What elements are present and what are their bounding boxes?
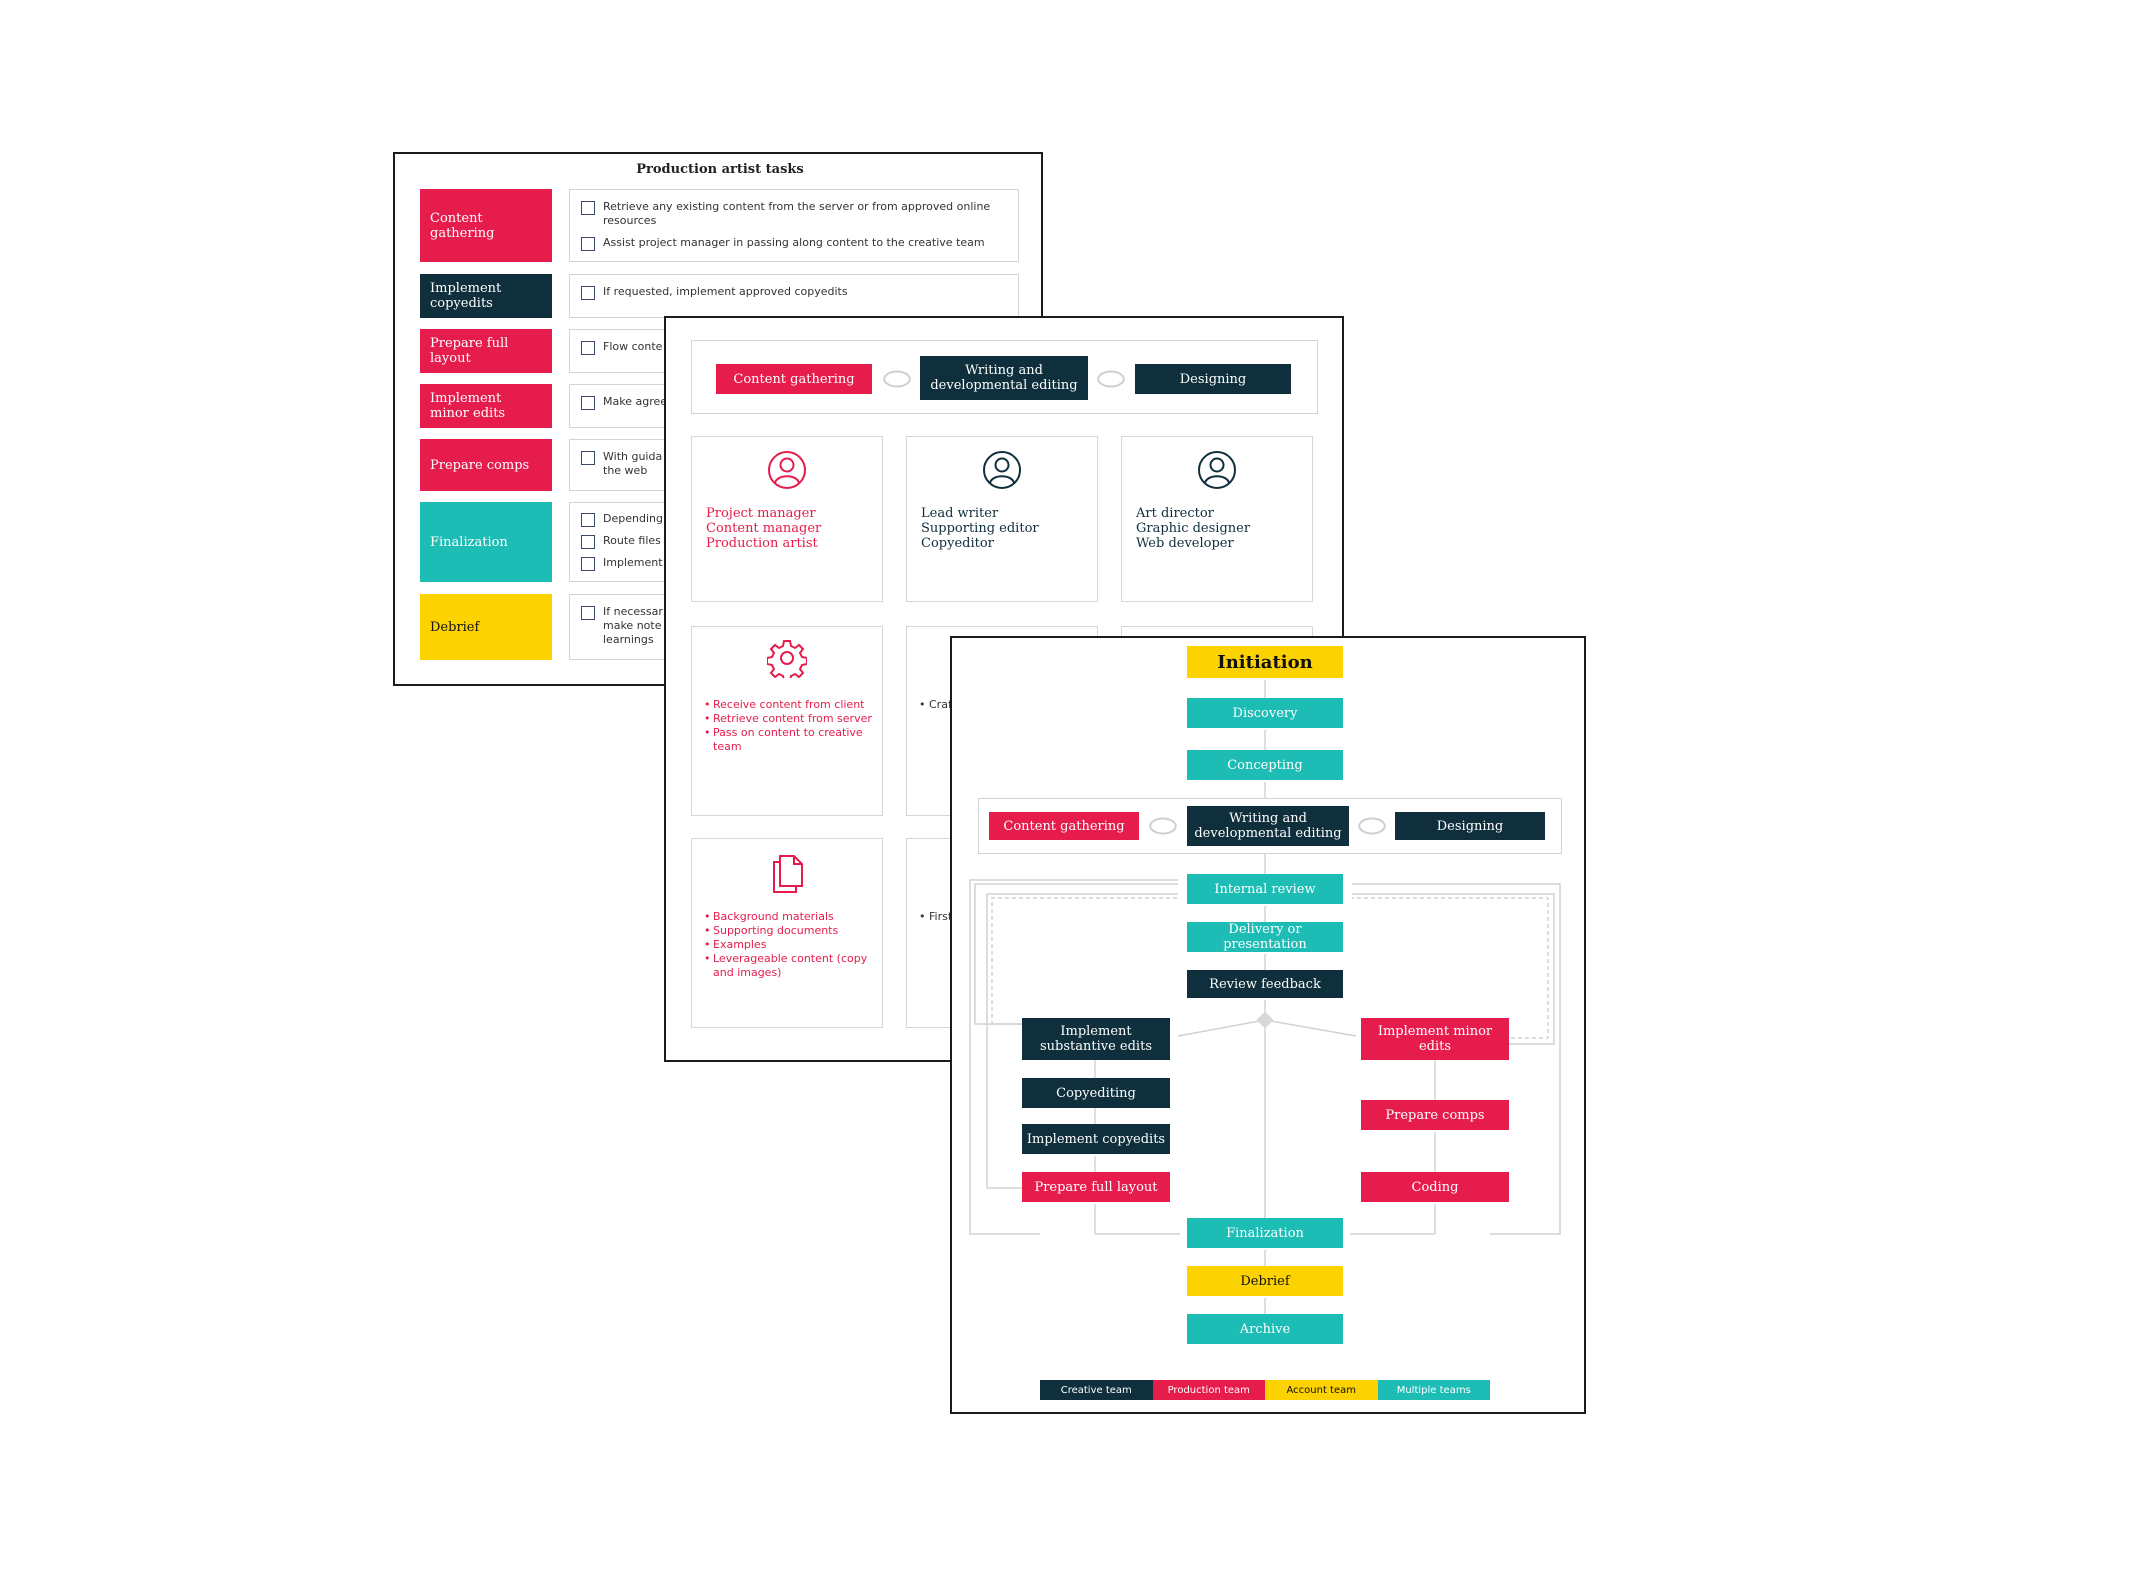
checkbox[interactable] xyxy=(581,237,595,251)
flow-connectors xyxy=(969,680,1561,1314)
cycle-arrows-icon xyxy=(1149,817,1177,835)
step-implement-substantive-edits: Implement substantive edits xyxy=(1022,1018,1170,1060)
task-item: Implement xyxy=(581,556,1021,571)
checkbox[interactable] xyxy=(581,201,595,215)
cycle-arrows-icon xyxy=(883,370,911,388)
document-list: Background materials Supporting document… xyxy=(704,910,876,980)
phase-designing: Designing xyxy=(1395,812,1545,840)
role-card xyxy=(1121,436,1313,602)
task-item: If requested, implement approved copyedi… xyxy=(581,285,1021,300)
list-item: Supporting documents xyxy=(704,924,876,938)
checkbox[interactable] xyxy=(581,606,595,620)
row-label-implement-copyedits: Implement copyedits xyxy=(420,274,552,318)
list-item: Retrieve content from server xyxy=(704,712,876,726)
step-archive: Archive xyxy=(1187,1314,1343,1344)
list-item: Leverageable content (copy and images) xyxy=(704,952,876,980)
phase-content-gathering: Content gathering xyxy=(989,812,1139,840)
step-internal-review: Internal review xyxy=(1187,874,1343,904)
task-item: With guida for the web xyxy=(581,450,681,478)
document-icon xyxy=(773,855,803,893)
step-implement-minor-edits: Implement minor edits xyxy=(1361,1018,1509,1060)
person-icon xyxy=(1198,451,1236,489)
checkbox[interactable] xyxy=(581,451,595,465)
row-label-content-gathering: Content gathering xyxy=(420,189,552,262)
list-item: Background materials xyxy=(704,910,876,924)
row-label-prepare-comps: Prepare comps xyxy=(420,439,552,491)
role-list: Project manager Content manager Producti… xyxy=(706,506,822,551)
person-icon xyxy=(768,451,806,489)
task-item: Make agree xyxy=(581,395,1021,410)
row-label-prepare-full-layout: Prepare full layout xyxy=(420,329,552,373)
workflow-flowchart-sheet: Initiation Discovery Concepting Content … xyxy=(950,636,1586,1414)
task-box xyxy=(569,189,1019,262)
legend-multiple-teams: Multiple teams xyxy=(1377,1380,1490,1400)
checkbox[interactable] xyxy=(581,286,595,300)
phase-designing: Designing xyxy=(1135,364,1291,394)
row-label-implement-minor-edits: Implement minor edits xyxy=(420,384,552,428)
task-item: Assist project manager in passing along … xyxy=(581,236,1021,251)
task-item: Route files xyxy=(581,534,1021,549)
cycle-arrows-icon xyxy=(1097,370,1125,388)
phase-content-gathering: Content gathering xyxy=(716,364,872,394)
sheet-title: Production artist tasks xyxy=(636,162,804,177)
task-item: If necessar make note learnings xyxy=(581,605,671,647)
checkbox[interactable] xyxy=(581,557,595,571)
task-item: Flow conte xyxy=(581,340,1021,355)
activity-list: Receive content from client Retrieve con… xyxy=(704,698,876,754)
step-debrief: Debrief xyxy=(1187,1266,1343,1296)
step-coding: Coding xyxy=(1361,1172,1509,1202)
step-copyediting: Copyediting xyxy=(1022,1078,1170,1108)
step-discovery: Discovery xyxy=(1187,698,1343,728)
activity-item-truncated: • Craf xyxy=(919,698,952,711)
list-item: Pass on content to creative team xyxy=(704,726,876,754)
task-item: Retrieve any existing content from the s… xyxy=(581,200,1021,228)
cycle-arrows-icon xyxy=(1358,817,1386,835)
list-item: Examples xyxy=(704,938,876,952)
legend-production-team: Production team xyxy=(1152,1380,1265,1400)
checkbox[interactable] xyxy=(581,513,595,527)
row-label-debrief: Debrief xyxy=(420,594,552,660)
phase-writing: Writing and developmental editing xyxy=(1187,806,1349,846)
step-concepting: Concepting xyxy=(1187,750,1343,780)
step-prepare-comps: Prepare comps xyxy=(1361,1100,1509,1130)
row-label-finalization: Finalization xyxy=(420,502,552,582)
checkbox[interactable] xyxy=(581,396,595,410)
step-finalization: Finalization xyxy=(1187,1218,1343,1248)
step-review-feedback: Review feedback xyxy=(1187,970,1343,998)
checkbox[interactable] xyxy=(581,535,595,549)
checkbox[interactable] xyxy=(581,341,595,355)
legend-account-team: Account team xyxy=(1265,1380,1378,1400)
step-initiation: Initiation xyxy=(1187,646,1343,678)
phase-writing: Writing and developmental editing xyxy=(920,356,1088,400)
person-icon xyxy=(983,451,1021,489)
legend: Creative team Production team Account te… xyxy=(1040,1380,1490,1400)
legend-creative-team: Creative team xyxy=(1040,1380,1153,1400)
role-card xyxy=(906,436,1098,602)
gear-icon xyxy=(767,640,807,678)
step-delivery: Delivery or presentation xyxy=(1187,922,1343,952)
role-list: Art director Graphic designer Web develo… xyxy=(1136,506,1251,551)
step-implement-copyedits: Implement copyedits xyxy=(1022,1124,1170,1154)
role-card xyxy=(691,436,883,602)
role-list: Lead writer Supporting editor Copyeditor xyxy=(921,506,1039,551)
list-item: Receive content from client xyxy=(704,698,876,712)
document-item-truncated: • First xyxy=(919,910,953,923)
task-item: Depending xyxy=(581,512,1021,527)
step-prepare-full-layout: Prepare full layout xyxy=(1022,1172,1170,1202)
